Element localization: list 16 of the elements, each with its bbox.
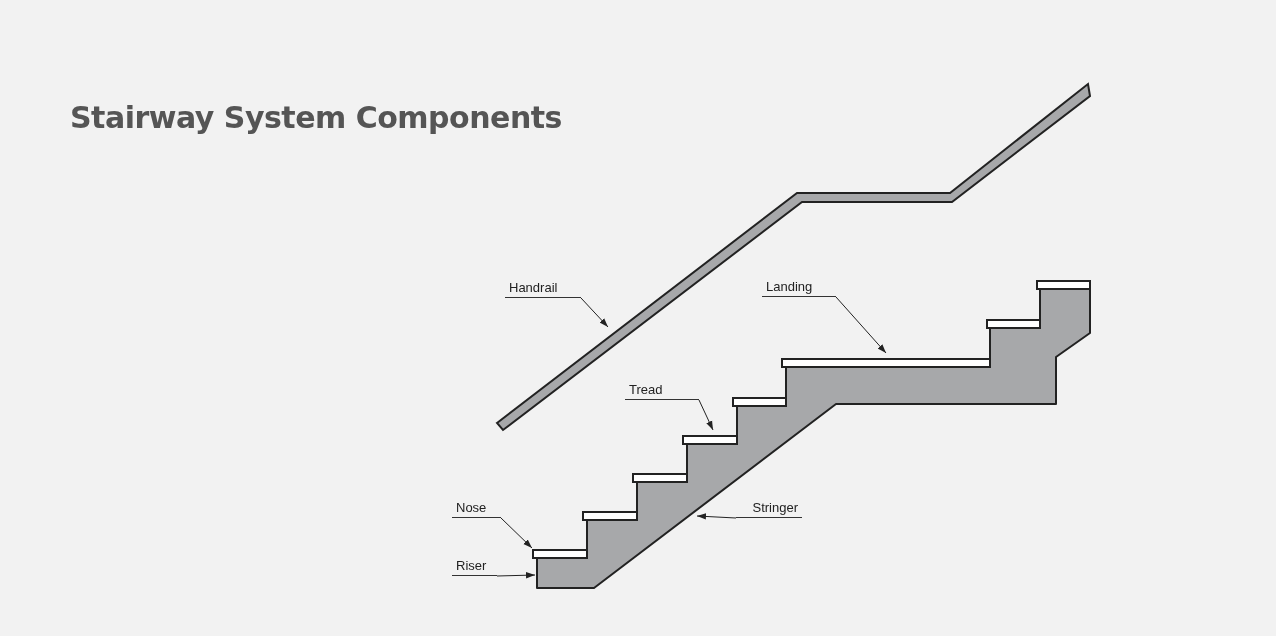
part-label: Tread [625,382,699,400]
part-label: Riser [452,558,497,576]
part-label: Handrail [505,280,581,298]
landing-tread [781,358,991,368]
leader-line [496,572,536,579]
leader-line [698,399,714,431]
leader-line [835,296,887,354]
tread [682,435,738,445]
leader-line [500,517,533,549]
part-label: Landing [762,279,836,297]
leader-line [696,513,737,520]
title: Stairway System Components [70,100,562,135]
stair-nosing [532,549,588,559]
part-label: Nose [452,500,501,518]
leader-line [580,297,609,328]
part-label: Stringer [736,500,802,518]
